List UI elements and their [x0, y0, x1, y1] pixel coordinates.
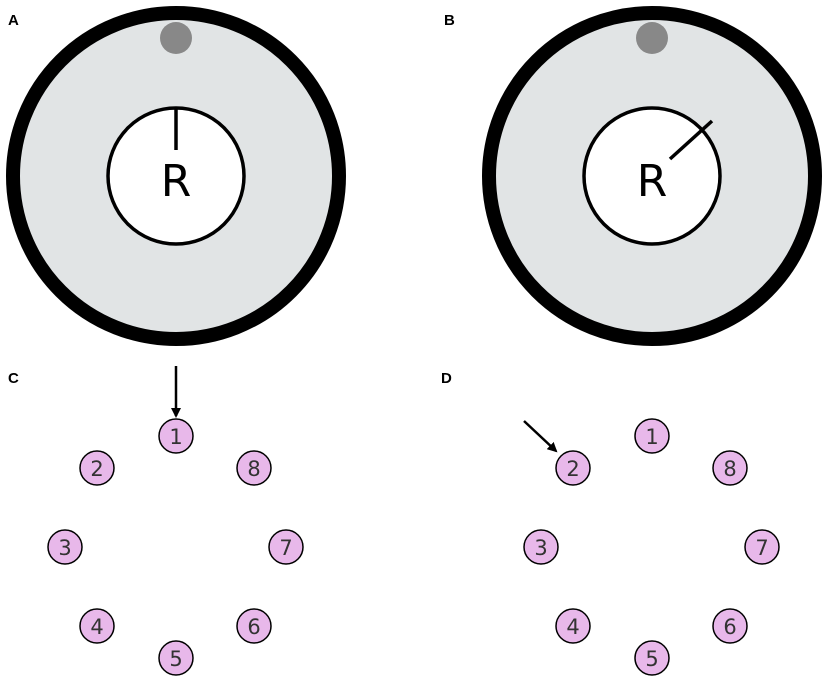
target-number: 6: [247, 615, 260, 639]
panel-b-center-circle: [582, 106, 722, 246]
panel-c-target-5: 5: [158, 640, 194, 676]
panel-d-target-4: 4: [555, 608, 591, 644]
panel-b-start-marker-icon: [636, 22, 668, 54]
panel-c-target-7: 7: [268, 529, 304, 565]
target-number: 2: [90, 457, 103, 481]
panel-a: A R: [6, 6, 346, 346]
target-number: 8: [723, 457, 736, 481]
panel-c-target-8: 8: [236, 450, 272, 486]
target-number: 1: [169, 425, 182, 449]
panel-b-radius-line: [668, 119, 714, 161]
panel-b-center-label: R: [637, 156, 668, 207]
target-number: 2: [566, 457, 579, 481]
target-number: 7: [279, 536, 292, 560]
target-number: 3: [534, 536, 547, 560]
target-number: 6: [723, 615, 736, 639]
target-number: 5: [169, 647, 182, 671]
panel-d-target-5: 5: [634, 640, 670, 676]
target-number: 4: [566, 615, 579, 639]
target-number: 5: [645, 647, 658, 671]
panel-d-target-8: 8: [712, 450, 748, 486]
panel-b-label: B: [444, 12, 455, 29]
panel-c: C 1 2 3 4 5 6 7: [8, 366, 304, 676]
panel-d-label: D: [441, 370, 452, 387]
panel-c-target-4: 4: [79, 608, 115, 644]
panel-b: B R: [444, 6, 822, 346]
target-number: 8: [247, 457, 260, 481]
panel-d-target-3: 3: [523, 529, 559, 565]
panel-c-target-2: 2: [79, 450, 115, 486]
panel-d: D 1 2 3 4 5 6 7: [441, 370, 780, 676]
panel-d-target-2: 2: [555, 450, 591, 486]
panel-a-start-marker-icon: [160, 22, 192, 54]
target-number: 3: [58, 536, 71, 560]
target-number: 4: [90, 615, 103, 639]
target-number: 7: [755, 536, 768, 560]
panel-c-target-1: 1: [158, 418, 194, 454]
panel-a-label: A: [8, 12, 19, 29]
panel-d-target-6: 6: [712, 608, 748, 644]
panel-d-target-1: 1: [634, 418, 670, 454]
panel-c-label: C: [8, 370, 19, 387]
panel-a-center-label: R: [161, 156, 192, 207]
panel-c-target-3: 3: [47, 529, 83, 565]
target-number: 1: [645, 425, 658, 449]
panel-c-target-6: 6: [236, 608, 272, 644]
panel-d-target-7: 7: [744, 529, 780, 565]
panel-d-arrow-icon: [523, 420, 558, 453]
